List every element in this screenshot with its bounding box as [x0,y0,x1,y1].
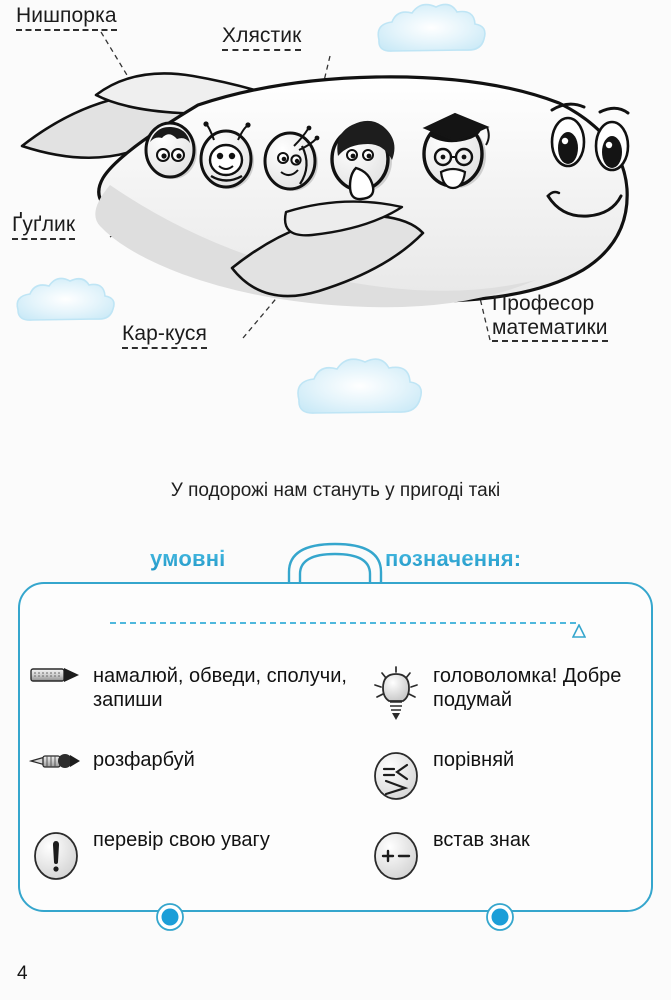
suitcase-clasp-left [156,903,184,931]
window-2-guglyk [199,121,254,189]
compare-signs-icon [368,748,424,802]
legend-item-insert-sign: встав знак [368,828,648,882]
label-khliastyk: Хлястик [222,24,302,51]
cloud-left [16,277,115,321]
airplane-illustration: Нишпорка Хлястик Ґуґлик Кар-куся Професо… [0,0,671,440]
label-profesor-matematyky: Професор математики [492,292,608,343]
zipper-pull-triangle-icon [572,624,586,638]
legend-item-compare: порівняй [368,748,648,802]
window-1-nyshporka [144,121,197,179]
window-5-professor [422,112,490,190]
airplane-body [20,72,629,308]
paintbrush-icon [28,748,84,774]
label-guglyk: Ґуґлик [12,213,76,240]
label-nyshporka: Нишпорка [16,4,117,31]
legend-item-colour: розфарбуй [28,748,368,802]
legend-label-attention: перевір свою увагу [93,829,270,851]
legend-item-attention: перевір свою увагу [28,828,368,882]
legend-title-right: позначення: [385,546,522,571]
exclamation-circle-icon [28,828,84,882]
suitcase-handle-icon [287,542,383,598]
legend-label-compare: порівняй [433,749,515,771]
legend-label-insert-sign: встав знак [433,829,530,851]
suitcase-zipper-line [110,622,576,624]
legend-item-draw: намалюй, обведи, сполучи, запиши [28,664,368,722]
cloud-center-bottom [297,358,423,414]
label-profesor-line1: Професор [492,292,595,315]
lightbulb-icon [368,664,424,722]
legend-label-draw: намалюй, обведи, сполучи, запиши [93,665,347,712]
pencil-icon [28,664,84,686]
plus-minus-circle-icon [368,828,424,882]
cloud-top-right [377,3,486,52]
legend-label-puzzle: головоломка! Добре подумай [433,665,622,712]
suitcase-body: намалюй, обведи, сполучи, запиши [18,582,653,912]
page-number: 4 [17,963,28,984]
airplane-face [546,102,630,218]
intro-caption: У подорожі нам стануть у пригоді такі [170,480,501,501]
label-profesor-line2: математики [492,316,608,343]
legend-item-puzzle: головоломка! Добре подумай [368,664,648,722]
legend-title-left: умовні [150,546,226,571]
window-4-karkusia [330,120,395,201]
legend-label-colour: розфарбуй [93,749,195,771]
suitcase-clasp-right [486,903,514,931]
label-karkusia: Кар-куся [122,322,207,349]
legend-grid: намалюй, обведи, сполучи, запиши [28,664,648,882]
suitcase-legend: умовні позначення: [0,528,671,948]
window-3-khliastyk [263,125,320,191]
